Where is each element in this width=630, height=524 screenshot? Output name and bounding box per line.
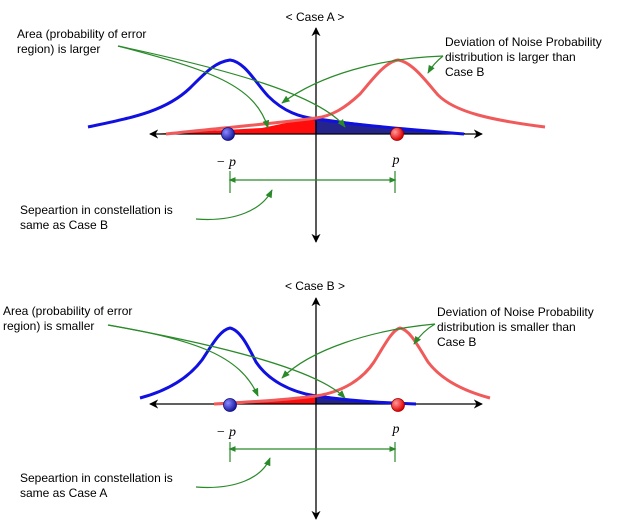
case-b-minus-p-point [223, 398, 237, 412]
case-a-right-note-arrow-1 [281, 55, 444, 104]
case-a-title: < Case A > [286, 10, 345, 24]
case-a-panel: < Case A > − p p Area (probability of er… [17, 10, 605, 243]
case-a-blue-noise-curve [87, 58, 465, 136]
case-a-bottom-note-line-1: Sepeartion in constellation is [20, 203, 173, 217]
case-a-left-note-line-2: region) is larger [17, 42, 100, 56]
case-b-right-note-arrow-1 [281, 323, 436, 379]
case-a-right-note-line-3: Case B [445, 65, 484, 79]
case-b-title: < Case B > [285, 279, 345, 293]
case-a-plus-p-point [390, 127, 404, 141]
case-b-left-note: Area (probability of error region) is sm… [3, 304, 136, 333]
case-b-minus-p-label: − p [216, 425, 236, 440]
case-a-minus-p-label: − p [216, 155, 236, 170]
case-a-bottom-note-line-2: same as Case B [20, 218, 108, 232]
case-b-panel: < Case B > − p p Area (probability of er… [3, 279, 597, 520]
case-b-bottom-note-line-1: Sepeartion in constellation is [20, 471, 173, 485]
case-b-left-note-arrow-1 [107, 324, 259, 397]
case-a-minus-p-point [221, 127, 235, 141]
case-b-left-note-line-1: Area (probability of error [3, 304, 132, 318]
case-a-right-note: Deviation of Noise Probability distribut… [445, 35, 605, 79]
case-a-left-note-arrow-1 [117, 45, 270, 129]
case-b-red-noise-curve [213, 326, 491, 406]
case-b-plus-p-point [391, 398, 405, 412]
case-a-left-note-arrow-2 [117, 45, 346, 128]
case-a-red-noise-curve [165, 58, 546, 136]
case-b-bottom-note: Sepeartion in constellation is same as C… [20, 471, 176, 500]
case-b-right-note-line-1: Deviation of Noise Probability [437, 305, 594, 319]
case-a-right-note-arrow-2 [427, 55, 444, 74]
case-b-bottom-note-line-2: same as Case A [20, 486, 107, 500]
case-a-right-note-line-2: distribution is larger than [445, 50, 576, 64]
case-a-left-note-line-1: Area (probability of error [17, 27, 146, 41]
case-b-left-note-arrow-2 [107, 324, 346, 399]
case-b-right-note: Deviation of Noise Probability distribut… [437, 305, 597, 349]
case-b-bottom-note-arrow [195, 457, 271, 489]
case-b-left-note-line-2: region) is smaller [3, 319, 94, 333]
case-a-bottom-note: Sepeartion in constellation is same as C… [20, 203, 176, 232]
case-a-plus-p-label: p [392, 153, 400, 168]
case-b-right-note-arrow-2 [413, 323, 436, 345]
case-b-plus-p-label: p [392, 422, 400, 437]
case-b-blue-noise-curve [139, 326, 417, 406]
case-b-right-note-line-3: Case B [437, 335, 476, 349]
case-a-right-note-line-1: Deviation of Noise Probability [445, 35, 602, 49]
case-b-right-note-line-2: distribution is smaller than [437, 320, 576, 334]
case-a-left-note: Area (probability of error region) is la… [17, 27, 150, 56]
case-a-bottom-note-arrow [195, 189, 273, 221]
